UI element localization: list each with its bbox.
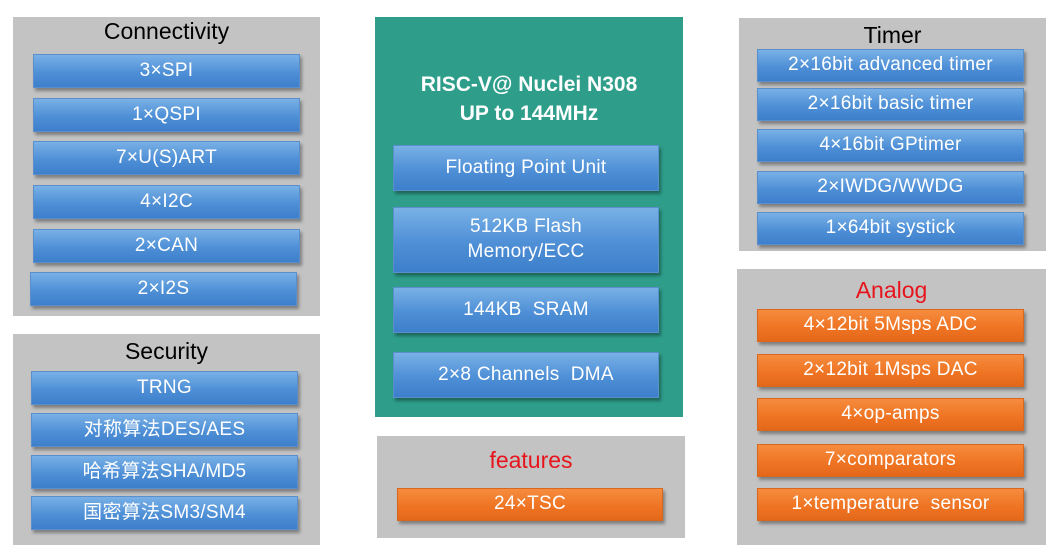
analog-item: 4×op-amps bbox=[757, 398, 1024, 431]
security-panel: Security TRNG 对称算法DES/AES 哈希算法SHA/MD5 国密… bbox=[13, 334, 320, 545]
analog-item: 7×comparators bbox=[757, 444, 1024, 477]
core-flash-block: 512KB Flash Memory/ECC bbox=[393, 207, 659, 273]
features-item: 24×TSC bbox=[397, 488, 663, 521]
connectivity-item: 3×SPI bbox=[33, 54, 300, 88]
analog-panel: Analog 4×12bit 5Msps ADC 2×12bit 1Msps D… bbox=[737, 269, 1046, 545]
timer-item: 2×16bit advanced timer bbox=[757, 49, 1024, 82]
core-panel: RISC-V@ Nuclei N308 UP to 144MHz Floatin… bbox=[375, 17, 683, 417]
timer-item: 2×IWDG/WWDG bbox=[757, 171, 1024, 204]
core-flash-line1: 512KB Flash bbox=[469, 216, 583, 238]
features-panel: features 24×TSC bbox=[377, 436, 685, 538]
connectivity-title: Connectivity bbox=[103, 18, 230, 44]
connectivity-item: 2×I2S bbox=[30, 272, 297, 306]
security-item: 对称算法DES/AES bbox=[31, 413, 298, 447]
timer-item: 2×16bit basic timer bbox=[757, 88, 1024, 121]
connectivity-item: 7×U(S)ART bbox=[33, 141, 300, 175]
timer-title: Timer bbox=[863, 22, 922, 48]
core-flash-line2: Memory/ECC bbox=[467, 241, 585, 262]
core-title-line1: RISC-V@ Nuclei N308 bbox=[420, 73, 638, 96]
analog-item: 4×12bit 5Msps ADC bbox=[757, 309, 1024, 342]
connectivity-item: 4×I2C bbox=[33, 185, 300, 219]
security-item: 国密算法SM3/SM4 bbox=[31, 496, 298, 530]
connectivity-panel: Connectivity 3×SPI 1×QSPI 7×U(S)ART 4×I2… bbox=[13, 17, 320, 316]
analog-title: Analog bbox=[855, 277, 928, 303]
connectivity-item: 1×QSPI bbox=[33, 98, 300, 132]
timer-item: 1×64bit systick bbox=[757, 212, 1024, 245]
core-title-line2: UP to 144MHz bbox=[459, 102, 599, 125]
timer-item: 4×16bit GPtimer bbox=[757, 129, 1024, 162]
timer-panel: Timer 2×16bit advanced timer 2×16bit bas… bbox=[739, 18, 1046, 251]
features-title: features bbox=[489, 447, 573, 473]
core-dma-block: 2×8 Channels DMA bbox=[393, 352, 659, 398]
security-title: Security bbox=[124, 338, 209, 364]
analog-item: 1×temperature sensor bbox=[757, 488, 1024, 521]
analog-item: 2×12bit 1Msps DAC bbox=[757, 354, 1024, 387]
core-fpu-block: Floating Point Unit bbox=[393, 145, 659, 191]
core-sram-block: 144KB SRAM bbox=[393, 287, 659, 333]
connectivity-item: 2×CAN bbox=[33, 229, 300, 263]
security-item: 哈希算法SHA/MD5 bbox=[31, 455, 298, 489]
security-item: TRNG bbox=[31, 371, 298, 405]
